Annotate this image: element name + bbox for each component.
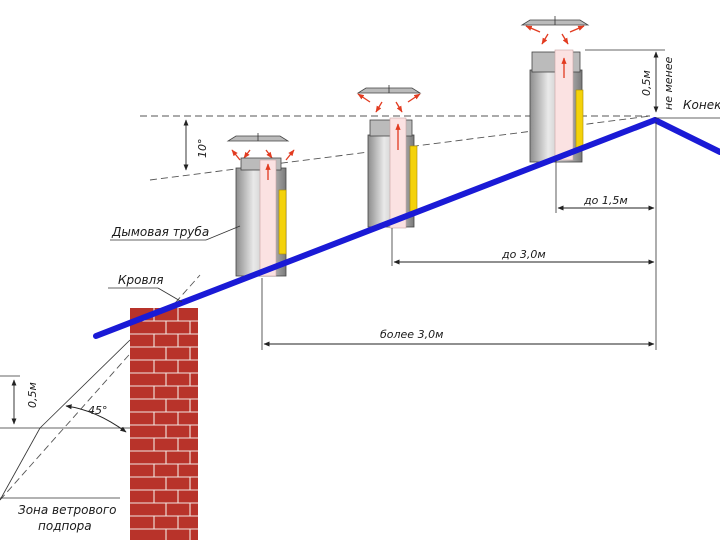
chimney-1-damper — [278, 189, 287, 255]
chimney-1 — [226, 133, 295, 277]
ridge-label: Конек — [683, 98, 720, 112]
angle-10-label: 10° — [196, 139, 209, 159]
callout-chimney: Дымовая труба — [110, 225, 241, 241]
roofing-label: Кровля — [118, 273, 163, 287]
ridge-min-note-label: не менее — [662, 57, 675, 110]
wind-zone-area: 0,5м 45° Зона ветрового подпора — [0, 339, 131, 533]
dim-horizontal: до 1,5м до 3,0м более 3,0м — [261, 122, 657, 350]
chimney-2-damper — [409, 145, 418, 213]
dist-1-5-label: до 1,5м — [583, 194, 628, 207]
chimney-3-damper — [575, 89, 584, 151]
brick-chimney — [130, 308, 198, 540]
roof — [93, 117, 720, 339]
roof-slope-left — [93, 117, 658, 339]
chimney-1-flue — [259, 159, 277, 277]
wind-zone-label-line2: подпора — [38, 519, 92, 533]
chimney-3 — [520, 16, 590, 163]
dist-3-0-label: до 3,0м — [501, 248, 546, 261]
wind-zone-label-line1: Зона ветрового — [18, 503, 117, 517]
chimney-2-flue — [389, 117, 407, 229]
dim-ridge-height: 0,5м не менее — [585, 49, 675, 113]
dist-more-3-0-label: более 3,0м — [380, 328, 443, 341]
chimney-3-flue — [554, 49, 574, 161]
roof-slope-right — [652, 117, 720, 155]
chimney-label: Дымовая труба — [111, 225, 209, 239]
chimney-2 — [356, 85, 422, 229]
ridge-min-height-label: 0,5м — [640, 70, 653, 96]
wind-zone-line — [0, 274, 201, 501]
angle-45-label: 45° — [88, 404, 108, 417]
callout-roofing: Кровля — [108, 273, 183, 303]
dim-ten-degree: 10° — [183, 119, 209, 171]
reference-lines — [0, 115, 651, 501]
left-min-height-label: 0,5м — [26, 382, 39, 408]
